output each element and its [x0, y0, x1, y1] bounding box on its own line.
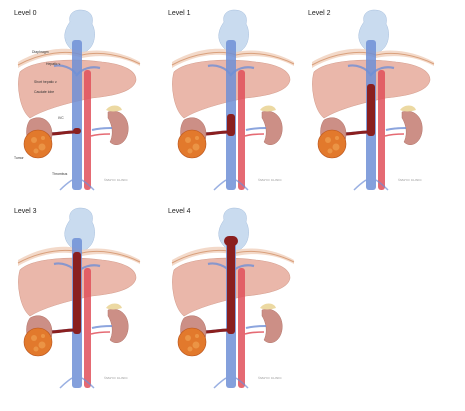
right-adrenal: [400, 105, 416, 112]
level-panel: Level 3: [12, 207, 142, 389]
anatomy-illustration: [17, 9, 141, 191]
right-adrenal: [106, 105, 122, 112]
right-adrenal: [106, 303, 122, 310]
level-panel: Level 1: [166, 9, 296, 191]
brand-text: ©MAYO CLINIC: [104, 376, 128, 380]
level-title: Level 2: [308, 10, 331, 17]
anatomy-illustration: [17, 207, 141, 389]
thrombus-shape: [227, 114, 235, 136]
thrombus-shape: [73, 128, 81, 134]
level-panel: Level 0: [12, 9, 142, 191]
thrombus-shape: [227, 238, 235, 334]
anatomy-illustration: [311, 9, 435, 191]
ivc-label: IVC: [58, 116, 64, 120]
right-kidney: [107, 110, 129, 145]
diaphragm-label: Diaphragm: [32, 50, 49, 54]
anatomy-illustration: [171, 207, 295, 389]
caudate-lobe-label: Caudate lobe: [34, 90, 55, 94]
aorta-artery: [378, 70, 385, 190]
level-title: Level 1: [168, 10, 191, 17]
thrombus-cap: [224, 236, 238, 246]
right-adrenal: [260, 303, 276, 310]
brand-text: ©MAYO CLINIC: [258, 376, 282, 380]
right-kidney: [261, 308, 283, 343]
hepatic-vein-label: Hepatic v.: [46, 62, 61, 66]
level-panel: Level 4: [166, 207, 296, 389]
tumor-shape: [177, 129, 207, 159]
ivc-vein: [72, 40, 82, 190]
aorta-artery: [84, 70, 91, 190]
thrombus-label: Thrombus: [52, 172, 68, 176]
thrombus-shape: [367, 84, 375, 136]
level-title: Level 4: [168, 208, 191, 215]
right-adrenal: [260, 105, 276, 112]
tumor-shape: [23, 327, 53, 357]
aorta-artery: [238, 268, 245, 388]
right-kidney: [261, 110, 283, 145]
tumor-label: Tumor: [14, 156, 24, 160]
aorta-artery: [84, 268, 91, 388]
short-hepatic-vein-label: Short hepatic v.: [34, 80, 58, 84]
brand-text: ©MAYO CLINIC: [398, 178, 422, 182]
tumor-shape: [317, 129, 347, 159]
level-title: Level 0: [14, 10, 37, 17]
level-title: Level 3: [14, 208, 37, 215]
tumor-shape: [23, 129, 53, 159]
aorta-artery: [238, 70, 245, 190]
right-kidney: [107, 308, 129, 343]
right-kidney: [401, 110, 423, 145]
brand-text: ©MAYO CLINIC: [258, 178, 282, 182]
tumor-shape: [177, 327, 207, 357]
anatomy-illustration: [171, 9, 295, 191]
level-panel: Level 2: [306, 9, 436, 191]
brand-text: ©MAYO CLINIC: [104, 178, 128, 182]
thrombus-shape: [73, 252, 81, 334]
